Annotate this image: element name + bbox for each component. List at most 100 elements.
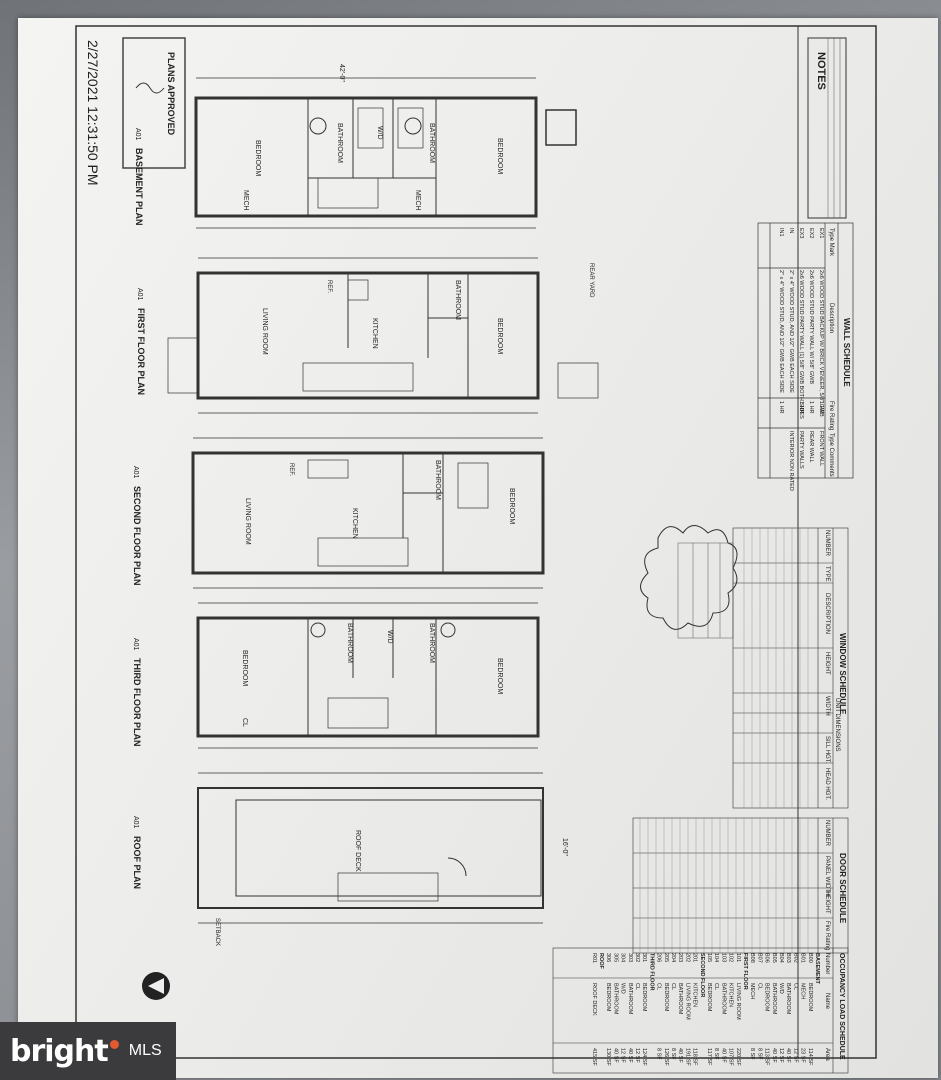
room-label: KITCHEN <box>351 508 358 539</box>
table-row: PARTY WALLS <box>798 431 804 469</box>
occupancy-cell: 204 <box>670 953 676 962</box>
occupancy-cell: B07 <box>756 953 762 963</box>
watermark-brand: bright <box>10 1033 109 1069</box>
occupancy-cell: B05 <box>771 953 777 963</box>
occupancy-group-label: FIRST FLOOR <box>742 953 748 990</box>
wall-schedule <box>757 222 854 479</box>
occupancy-cell: 306 <box>605 953 611 962</box>
occupancy-cell: 113 SF <box>764 1048 770 1066</box>
plan-title: SECOND FLOOR PLAN <box>132 486 142 586</box>
occupancy-cell: BEDROOM <box>807 983 813 1012</box>
occupancy-cell: 124 SF <box>641 1048 647 1066</box>
occupancy-cell: 12 SF <box>792 1048 798 1063</box>
room-label: KITCHEN <box>371 318 378 349</box>
room-label: BATHROOM <box>454 280 461 320</box>
table-row: REAR WALL <box>808 431 814 463</box>
occupancy-cell: B06 <box>764 953 770 963</box>
door-schedule-header: PANEL WIDTH <box>824 856 830 896</box>
occupancy-cell: 102 <box>728 953 734 962</box>
occupancy-cell: 130 SF <box>605 1048 611 1066</box>
window-schedule-header: HEAD HGT. <box>824 768 830 800</box>
plan-title: THIRD FLOOR PLAN <box>132 658 142 747</box>
occupancy-cell: ROOF DECK <box>591 983 597 1016</box>
occupancy-cell: 12 SF <box>620 1048 626 1063</box>
plan-title: BASEMENT PLAN <box>134 148 144 226</box>
occupancy-cell: 103 <box>720 953 726 962</box>
occupancy-cell: B02 <box>792 953 798 963</box>
north-arrow-icon <box>142 972 170 1000</box>
room-label: W/D <box>386 630 393 644</box>
table-row: IN <box>788 228 794 234</box>
room-label: BEDROOM <box>508 488 515 524</box>
room-label: BEDROOM <box>496 318 503 354</box>
wall-schedule-rows: EX1 2x6 WOOD STUD BACKUP W/ BRICK VENEER… <box>778 228 824 491</box>
table-row: 2" x 4" WOOD STUD, AND 1/2" GWB EACH SID… <box>788 270 794 393</box>
room-label: BEDROOM <box>254 140 261 176</box>
occupancy-cell: BATHROOM <box>720 983 726 1015</box>
occupancy-cell: BEDROOM <box>706 983 712 1012</box>
window-schedule-header: DESCRIPTION <box>824 593 830 634</box>
occupancy-header: Name <box>824 993 830 1010</box>
plan-ref: A01 <box>132 638 139 651</box>
table-row: INTERIOR NON RATED <box>788 431 794 491</box>
occupancy-cell: CL <box>792 983 798 990</box>
occupancy-cell: 40 SF <box>612 1048 618 1063</box>
basement-plan <box>194 77 577 229</box>
occupancy-cell: 117 SF <box>706 1048 712 1066</box>
occupancy-cell: B00 <box>807 953 813 963</box>
occupancy-cell: 40 SF <box>627 1048 633 1063</box>
notes-title: NOTES <box>815 52 827 90</box>
occupancy-cell: R01 <box>591 953 597 963</box>
door-schedule-rowlines <box>639 818 809 953</box>
occupancy-cell: 8 SF <box>670 1048 676 1060</box>
watermark-dot-icon <box>109 1039 119 1049</box>
occupancy-cell: 302 <box>634 953 640 962</box>
window-schedule-title: WINDOW SCHEDULE <box>838 633 847 715</box>
wall-schedule-header: Type Comments <box>828 433 834 477</box>
occupancy-cell: 104 <box>713 953 719 962</box>
first-floor-plan <box>167 257 599 414</box>
room-label: ROOF DECK <box>354 830 361 872</box>
table-row: 2x6 WOOD STUD BACKUP W/ BRICK VENEER, 5/… <box>818 270 824 417</box>
table-row: 1 HR <box>798 401 804 414</box>
watermark-mls: MLS <box>128 1042 162 1059</box>
occupancy-group-label: ROOF <box>598 953 604 970</box>
occupancy-cell: 126 SF <box>663 1048 669 1066</box>
room-label: MECH <box>414 190 421 211</box>
door-schedule-header: HEIGHT <box>824 891 830 914</box>
window-schedule-header: NUMBER <box>824 530 830 557</box>
occupancy-cell: W/D <box>778 983 784 994</box>
table-row: FRONT WALL <box>818 431 824 466</box>
occupancy-cell: 201 <box>692 953 698 962</box>
occupancy-cell: BATHROOM <box>771 983 777 1015</box>
occupancy-cell: KITCHEN <box>728 983 734 1007</box>
occupancy-cell: 8 SF <box>749 1048 755 1060</box>
second-floor-plan <box>191 437 545 589</box>
occupancy-cell: 301 <box>641 953 647 962</box>
room-label: BATHROOM <box>434 460 441 500</box>
occupancy-cell: 40 SF <box>677 1048 683 1063</box>
occupancy-cell: CL <box>670 983 676 990</box>
door-schedule-title: DOOR SCHEDULE <box>838 853 847 924</box>
occupancy-cell: B08 <box>749 953 755 963</box>
occupancy-cell: 12 SF <box>634 1048 640 1063</box>
window-schedule-subheader: SILL HGT. <box>824 736 830 764</box>
occupancy-cell: 202 <box>684 953 690 962</box>
occupancy-cell: 191 SF <box>684 1048 690 1066</box>
room-label: LIVING ROOM <box>261 308 268 355</box>
room-label: BEDROOM <box>241 650 248 686</box>
occupancy-cell: 304 <box>620 953 626 962</box>
table-row: EX3 <box>798 228 804 238</box>
window-schedule-rowlines <box>743 528 809 808</box>
occupancy-cell: 8 SF <box>713 1048 719 1060</box>
room-label: REAR YARD <box>588 263 594 298</box>
occupancy-cell: 415 SF <box>591 1048 597 1066</box>
door-schedule-header: Fire Rating <box>824 921 830 950</box>
occupancy-cell: 203 <box>677 953 683 962</box>
revision-cloud <box>640 525 738 630</box>
table-row: 1 HR <box>818 401 824 414</box>
dimension-text: 42'-0" <box>338 64 345 82</box>
occupancy-cell: 8 SF <box>756 1048 762 1060</box>
